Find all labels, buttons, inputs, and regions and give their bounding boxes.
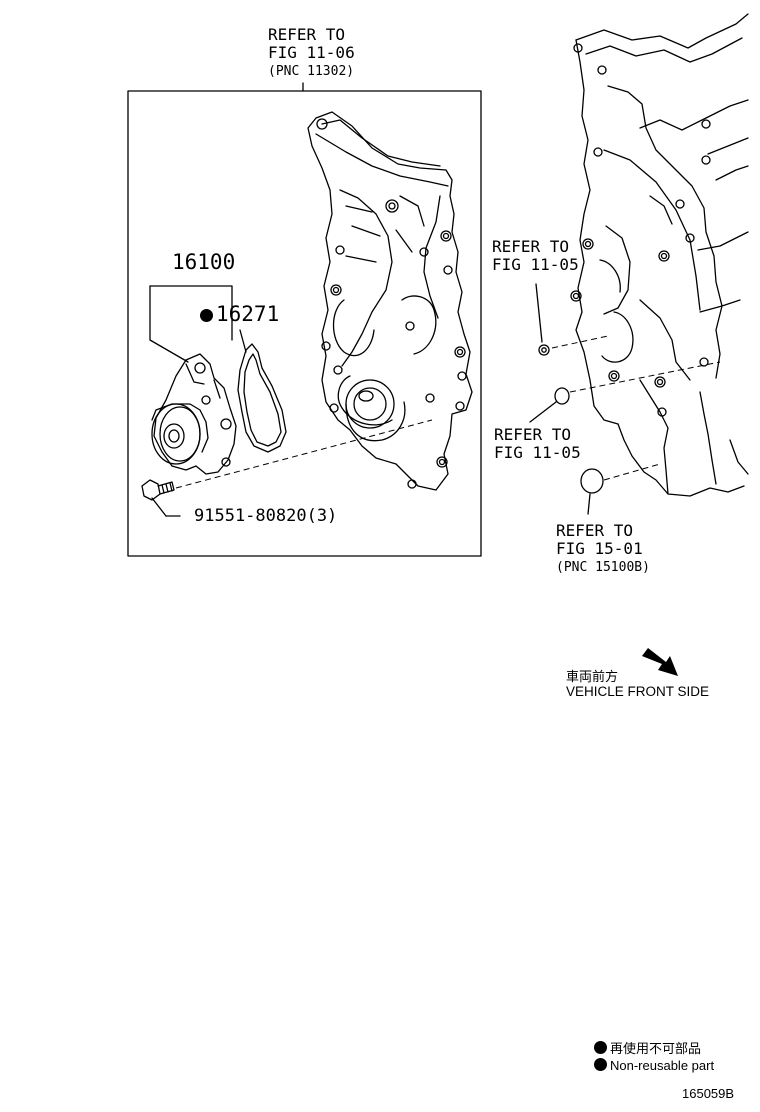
right-lower-ref-line2: FIG 15-01 <box>556 539 643 558</box>
part-number-gasket: 16271 <box>200 302 279 326</box>
right-lower-ref-line1: REFER TO <box>556 521 634 540</box>
non-reusable-dot-icon <box>200 309 213 322</box>
bolt <box>141 479 175 501</box>
small-o-ring <box>554 387 570 405</box>
right-lower-ref-label: REFER TO FIG 15-01 (PNC 15100B) <box>556 521 650 576</box>
figure-id: 165059B <box>682 1086 735 1101</box>
cylinder-block <box>570 13 749 497</box>
bolt-alignment-line <box>175 419 433 489</box>
right-upper-ref-line2: FIG 11-05 <box>492 255 579 274</box>
legend-dot-icon-2 <box>594 1058 607 1071</box>
right-middle-ref-line1: REFER TO <box>494 425 572 444</box>
gasket <box>237 343 287 453</box>
water-pump <box>151 353 237 475</box>
legend-en: Non-reusable part <box>594 1058 714 1073</box>
vehicle-front-en: VEHICLE FRONT SIDE <box>566 684 710 699</box>
front-arrow-icon <box>642 648 678 676</box>
assembly-frame <box>127 90 482 557</box>
timing-cover <box>307 111 473 491</box>
top-ref-line1: REFER TO <box>268 25 346 44</box>
top-ref-label: REFER TO FIG 11-06 (PNC 11302) <box>268 25 355 80</box>
legend-jp: 再使用不可部品 <box>594 1038 701 1057</box>
right-upper-ref-line1: REFER TO <box>492 237 570 256</box>
vehicle-front-jp: 車両前方 <box>566 669 619 684</box>
plug-seal <box>538 344 550 356</box>
part-number-gasket-text: 16271 <box>216 302 280 326</box>
right-upper-ref-label: REFER TO FIG 11-05 <box>492 238 579 274</box>
right-middle-ref-line2: FIG 11-05 <box>494 443 581 462</box>
right-lower-ref-line3: (PNC 15100B) <box>556 560 650 575</box>
legend-en-text: Non-reusable part <box>610 1058 715 1073</box>
legend-dot-icon <box>594 1041 607 1054</box>
part-leaders <box>149 285 247 517</box>
legend-jp-text: 再使用不可部品 <box>610 1041 702 1056</box>
part-number-bolt: 91551-80820(3) <box>194 506 338 526</box>
right-middle-ref-label: REFER TO FIG 11-05 <box>494 426 581 462</box>
top-ref-line2: FIG 11-06 <box>268 43 355 62</box>
part-number-water-pump: 16100 <box>172 250 236 274</box>
large-o-ring <box>580 468 604 494</box>
top-ref-line3: (PNC 11302) <box>268 64 355 79</box>
